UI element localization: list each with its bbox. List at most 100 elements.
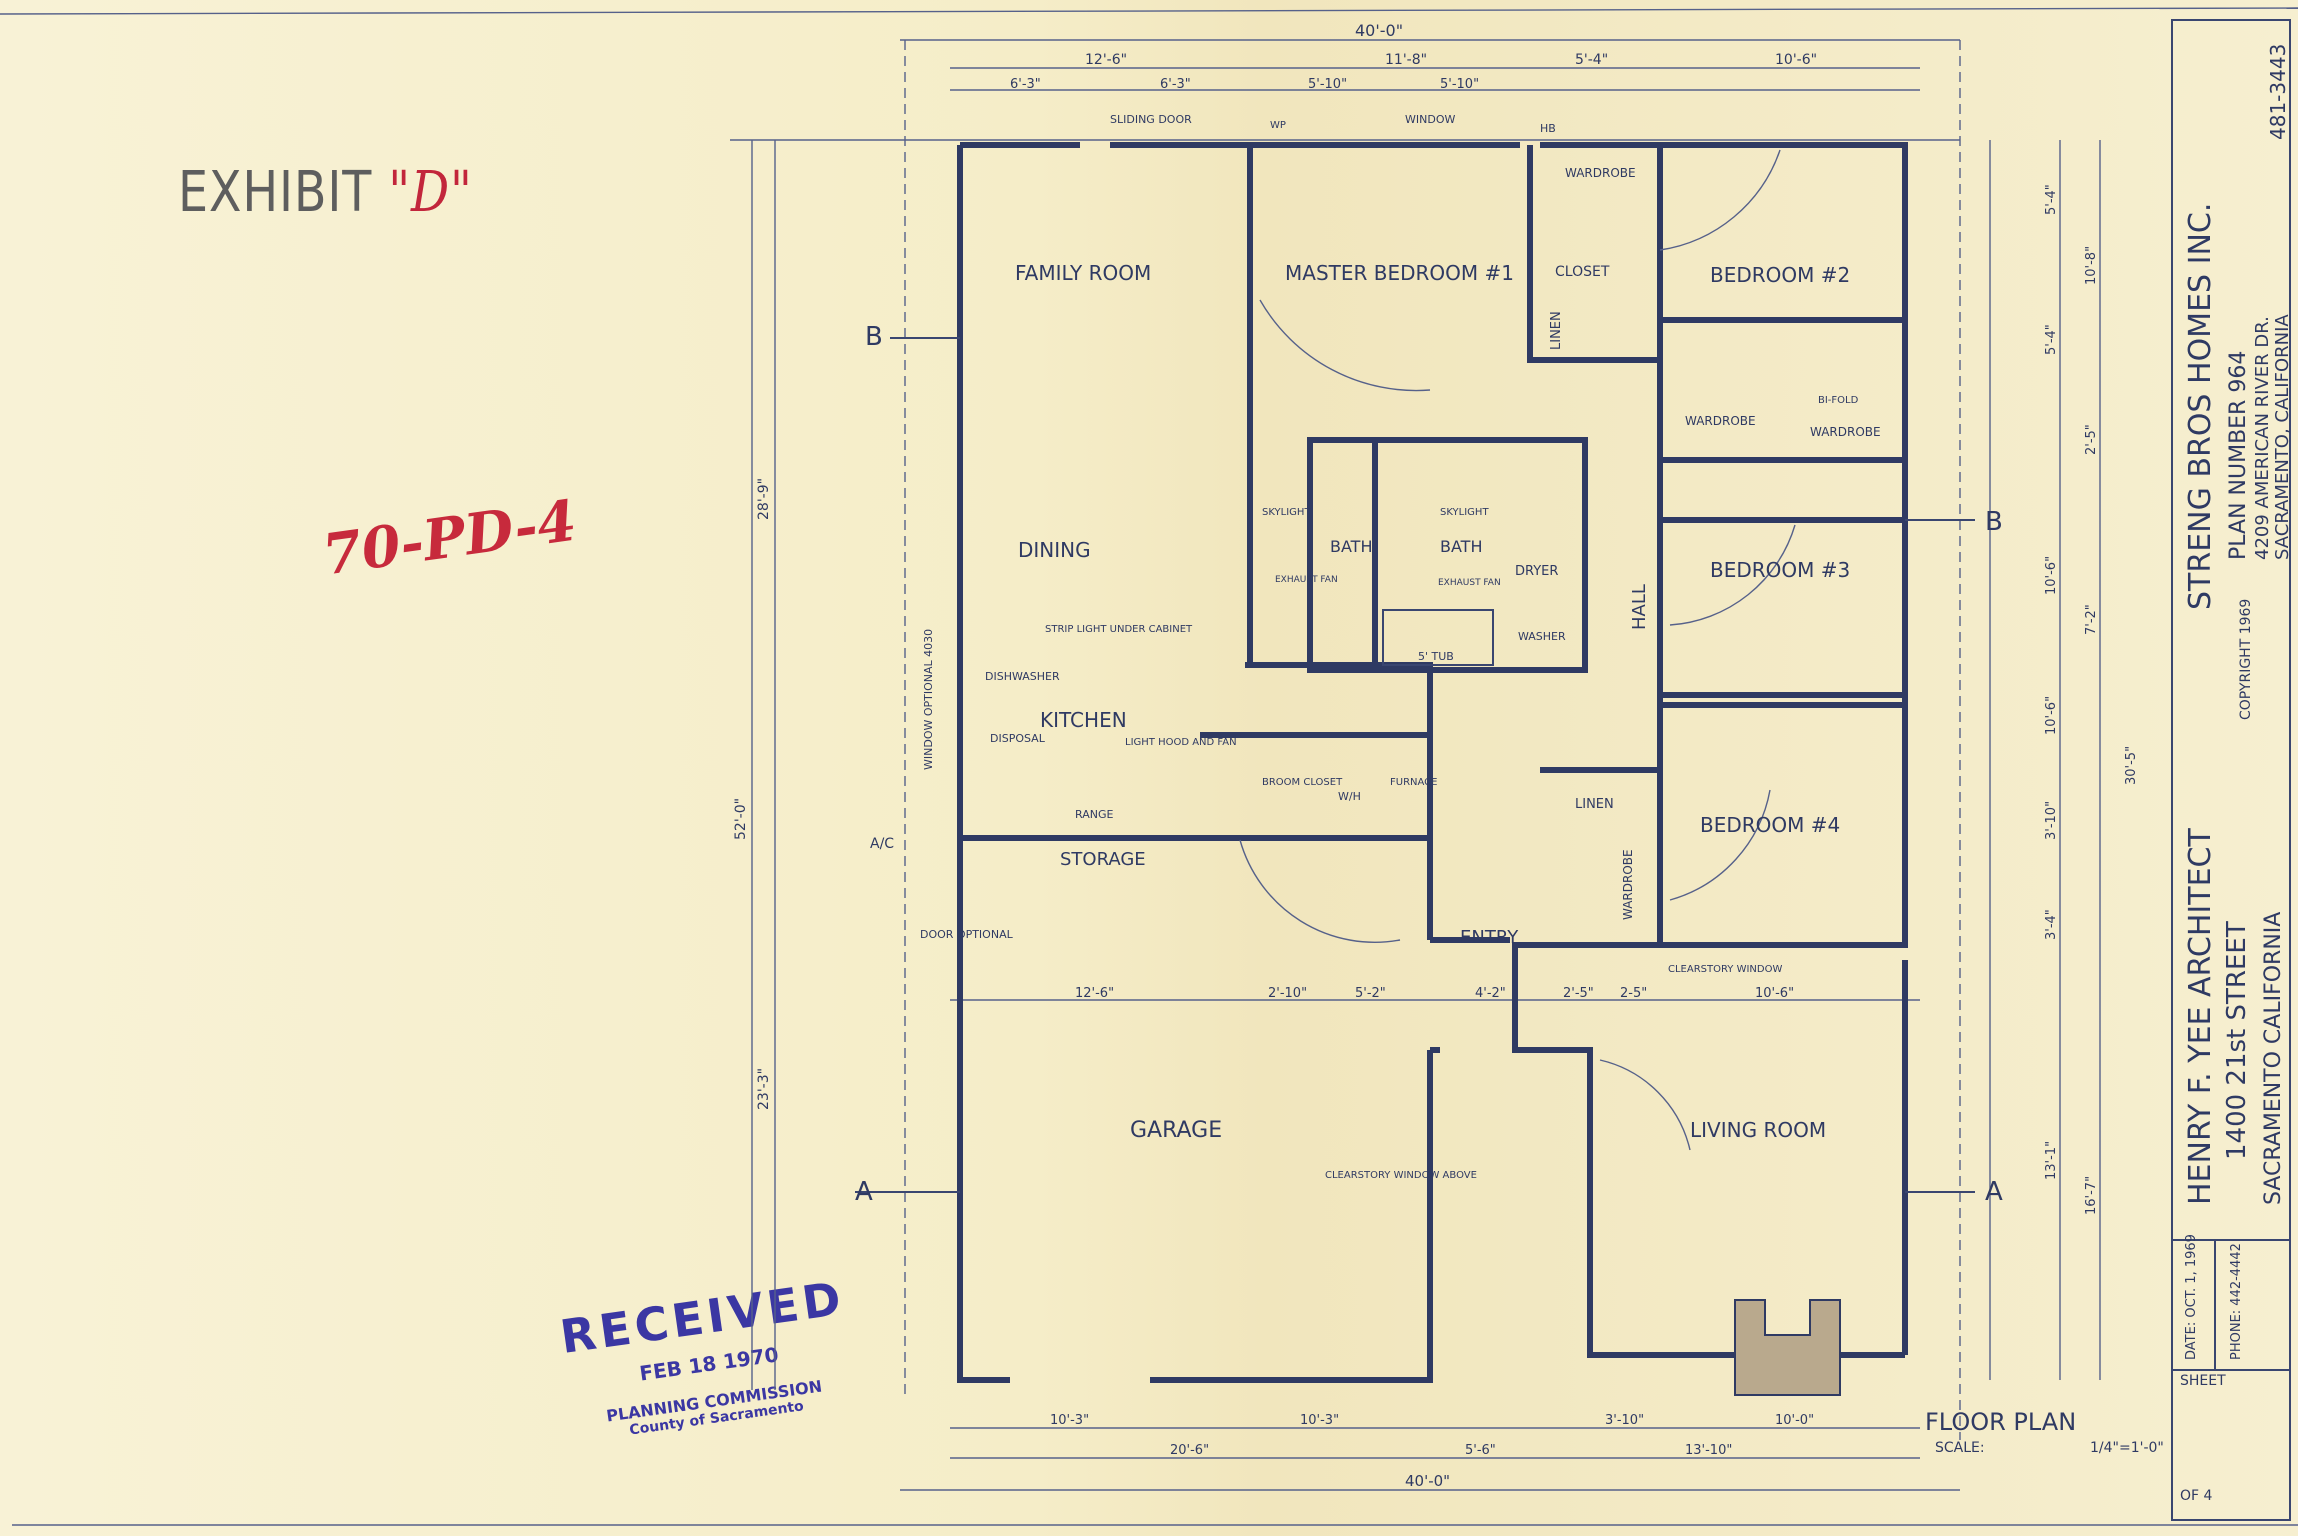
dim-right-4: 7'-2"	[2084, 604, 2099, 635]
door-swing	[1599, 1059, 1691, 1151]
dim-bottom2-2: 13'-10"	[1685, 1443, 1732, 1458]
dim-bottom1-1: 10'-3"	[1300, 1413, 1339, 1428]
dim-left-total: 52'-0"	[733, 798, 749, 840]
dim-mid-3: 4'-2"	[1475, 986, 1506, 1001]
room-label-wardrobe2: WARDROBE	[1685, 414, 1756, 428]
room-label-entry: ENTRY	[1460, 927, 1519, 948]
dim-bottom1-3: 10'-0"	[1775, 1413, 1814, 1428]
title-copyright: COPYRIGHT 1969	[2238, 599, 2254, 720]
dim-right-9: 30'-5"	[2124, 746, 2139, 785]
room-label-family: FAMILY ROOM	[1015, 261, 1151, 285]
section-mark-b-left: B	[865, 322, 883, 352]
note-light-hood: LIGHT HOOD AND FAN	[1125, 737, 1237, 748]
door-swing	[1659, 149, 1781, 251]
title-street: 1400 21st STREET	[2222, 921, 2252, 1160]
bedroom-partition-walls	[1660, 317, 1905, 708]
bathtub	[1382, 609, 1494, 666]
note-wh: W/H	[1338, 790, 1361, 803]
title-sheet-label: SHEET	[2180, 1373, 2226, 1389]
room-label-master: MASTER BEDROOM #1	[1285, 261, 1514, 285]
room-label-linen1: LINEN	[1549, 311, 1564, 350]
dim-right-8: 10'-6"	[2044, 696, 2059, 735]
door-swing	[1239, 839, 1401, 943]
dim-top-row2-2: 5'-10"	[1308, 77, 1347, 92]
fireplace	[1734, 1299, 1841, 1396]
room-label-bath1: BATH	[1330, 537, 1372, 556]
note-bifold: BI-FOLD	[1818, 395, 1859, 406]
dim-top-row1-3: 10'-6"	[1775, 52, 1817, 68]
room-label-living: LIVING ROOM	[1690, 1118, 1826, 1142]
dim-top-row2-0: 6'-3"	[1010, 77, 1041, 92]
room-label-washer: WASHER	[1518, 630, 1566, 643]
room-label-bedroom2: BEDROOM #2	[1710, 263, 1850, 287]
dim-bottom2-1: 5'-6"	[1465, 1443, 1496, 1458]
note-wp: WP	[1270, 120, 1286, 131]
door-swing	[1259, 299, 1431, 392]
section-mark-a-right: A	[1985, 1177, 2003, 1207]
room-label-bedroom3: BEDROOM #3	[1710, 558, 1850, 582]
dim-bottom1-2: 3'-10"	[1605, 1413, 1644, 1428]
room-label-wardrobe4: WARDROBE	[1621, 849, 1635, 920]
room-label-dryer: DRYER	[1515, 564, 1558, 579]
room-label-linen2: LINEN	[1575, 797, 1614, 812]
exhibit-letter: "D"	[388, 160, 473, 225]
title-city: SACRAMENTO CALIFORNIA	[2261, 912, 2286, 1205]
title-phone1: 481-3443	[2266, 44, 2290, 140]
room-label-kitchen: KITCHEN	[1040, 708, 1127, 732]
dim-mid-5: 2-5"	[1620, 986, 1647, 1001]
dim-right-3: 2'-5"	[2084, 424, 2099, 455]
note-skylight2: SKYLIGHT	[1440, 507, 1489, 518]
note-sliding-door: SLIDING DOOR	[1110, 113, 1192, 126]
note-window: WINDOW	[1405, 113, 1455, 126]
note-exhaust1: EXHAUST FAN	[1275, 575, 1338, 585]
note-window-optional: WINDOW OPTIONAL 4030	[922, 629, 935, 770]
dim-top-row1-2: 5'-4"	[1575, 52, 1608, 68]
drawing-scale-value: 1/4"=1'-0"	[2090, 1440, 2164, 1456]
note-dishwasher: DISHWASHER	[985, 670, 1060, 683]
room-label-storage: STORAGE	[1060, 849, 1146, 870]
dim-right-1: 5'-4"	[2044, 324, 2059, 355]
room-label-garage: GARAGE	[1130, 1118, 1222, 1143]
exterior-wall-west	[957, 145, 1433, 1383]
dim-mid-1: 2'-10"	[1268, 986, 1307, 1001]
dim-right-11: 13'-1"	[2044, 1141, 2059, 1180]
drawing-scale-label: SCALE:	[1935, 1440, 1985, 1456]
exhibit-prefix: EXHIBIT	[178, 160, 373, 225]
dim-right-5: 10'-6"	[2044, 556, 2059, 595]
dim-left-lower: 23'-3"	[756, 1068, 772, 1110]
note-strip-light: STRIP LIGHT UNDER CABINET	[1045, 624, 1193, 635]
door-swing	[1669, 524, 1796, 626]
dim-bottom2-0: 20'-6"	[1170, 1443, 1209, 1458]
door-swing	[1669, 789, 1771, 901]
room-label-bedroom4: BEDROOM #4	[1700, 813, 1840, 837]
dim-mid-4: 2'-5"	[1563, 986, 1594, 1001]
bath-block-wall	[1307, 437, 1588, 673]
exterior-wall-east	[960, 142, 1908, 1358]
dim-right-7: 3'-4"	[2044, 909, 2059, 940]
dim-bottom-total: 40'-0"	[1405, 1472, 1450, 1490]
linen-wall	[1540, 767, 1663, 945]
title-date: DATE: OCT. 1, 1969	[2184, 1234, 2199, 1360]
garage-wall	[1430, 937, 1510, 1053]
dim-left-upper: 28'-9"	[756, 478, 772, 520]
dim-top-row1-0: 12'-6"	[1085, 52, 1127, 68]
note-door-optional: DOOR OPTIONAL	[920, 928, 1014, 941]
title-address2: SACRAMENTO, CALIFORNIA	[2272, 314, 2293, 560]
note-ac: A/C	[870, 836, 894, 852]
dim-bottom1-0: 10'-3"	[1050, 1413, 1089, 1428]
note-skylight1: SKYLIGHT	[1262, 507, 1311, 518]
dim-mid-6: 10'-6"	[1755, 986, 1794, 1001]
dim-mid-2: 5'-2"	[1355, 986, 1386, 1001]
note-disposal: DISPOSAL	[990, 732, 1046, 745]
room-label-hall: HALL	[1629, 584, 1650, 630]
title-block-frame	[2171, 19, 2291, 1521]
dim-top-row2-3: 5'-10"	[1440, 77, 1479, 92]
sheet-border-top	[0, 7, 2298, 15]
exhibit-stamp: EXHIBIT "D"	[178, 160, 473, 225]
note-hb: HB	[1540, 122, 1556, 135]
note-clearstory-window: CLEARSTORY WINDOW	[1668, 964, 1782, 975]
note-clearstory-above: CLEARSTORY WINDOW ABOVE	[1325, 1170, 1477, 1181]
dim-mid-0: 12'-6"	[1075, 986, 1114, 1001]
